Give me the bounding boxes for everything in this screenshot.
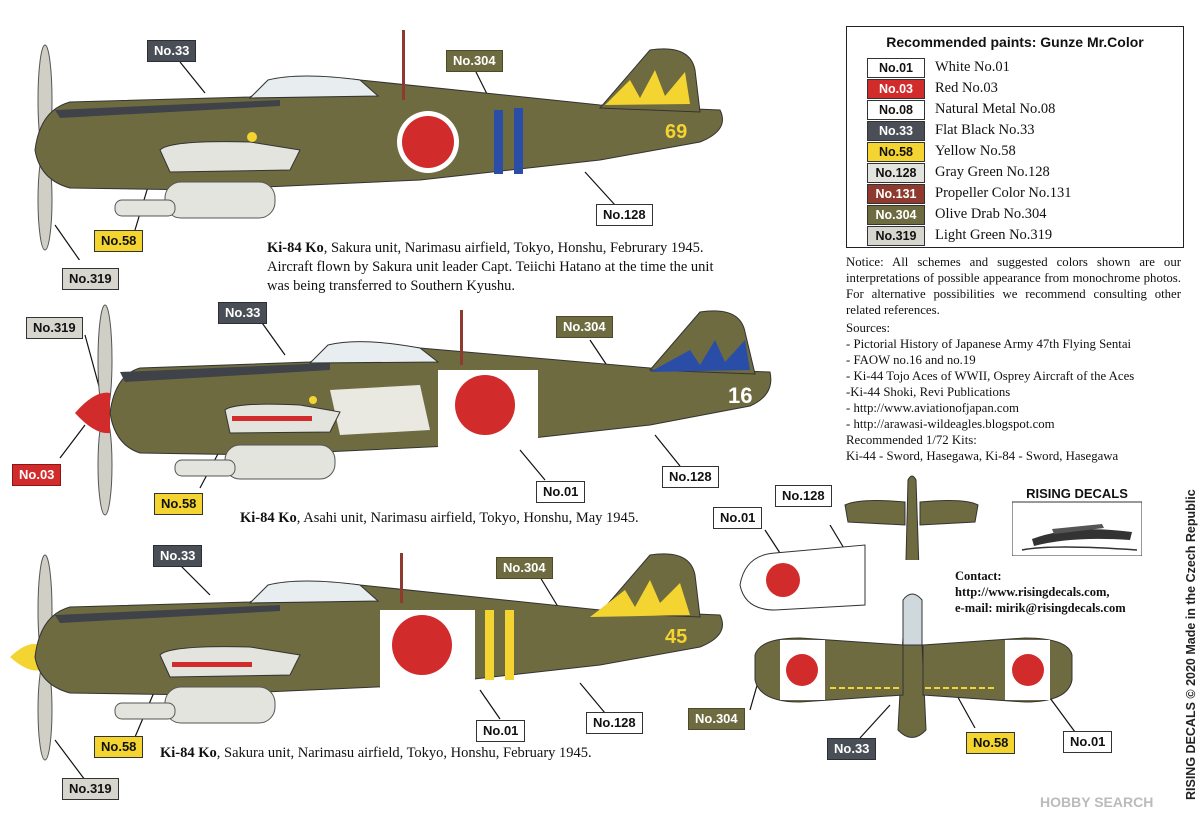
hobby-search-watermark: HOBBY SEARCH <box>1040 794 1154 810</box>
paint-tag-no01: No.01 <box>1063 731 1113 753</box>
paint-tag-no33: No.33 <box>147 40 197 62</box>
aircraft-profile-1: 69 <box>34 30 723 260</box>
legend-swatch: No.58 <box>867 142 925 162</box>
contact-web-link[interactable]: http://www.risingdecals.com, <box>955 585 1110 599</box>
paint-tag-no128: No.128 <box>662 466 719 488</box>
legend-paint-name: White No.01 <box>935 59 1010 75</box>
legend-paint-name: Red No.03 <box>935 80 998 96</box>
source-item: -Ki-44 Shoki, Revi Publications <box>846 385 1011 399</box>
source-item: - http://arawasi-wildeagles.blogspot.com <box>846 417 1055 431</box>
legend-swatch: No.319 <box>867 226 925 246</box>
paint-tag-no319: No.319 <box>26 317 83 339</box>
rising-decals-logo: RISING DECALS <box>1012 484 1142 556</box>
kits-text: Ki-44 - Sword, Hasegawa, Ki-84 - Sword, … <box>846 449 1119 463</box>
paint-tag-no33: No.33 <box>827 738 877 760</box>
tail-number-3: 45 <box>665 626 687 648</box>
paint-tag-no304: No.304 <box>556 316 613 338</box>
caption-text: , Asahi unit, Narimasu airfield, Tokyo, … <box>296 510 639 526</box>
legend-paint-name: Gray Green No.128 <box>935 164 1050 180</box>
source-item: - Pictorial History of Japanese Army 47t… <box>846 337 1132 351</box>
caption-text: , Sakura unit, Narimasu airfield, Tokyo,… <box>216 745 592 761</box>
logo-text: RISING DECALS <box>1026 486 1128 501</box>
source-item: - http://www.aviationofjapan.com <box>846 401 1019 415</box>
paint-tag-no304: No.304 <box>688 708 745 730</box>
legend-swatch: No.128 <box>867 163 925 183</box>
caption-line-3: was being transferred to Southern Kyushu… <box>267 278 516 294</box>
paint-tag-no128: No.128 <box>586 712 643 734</box>
paint-tag-no128: No.128 <box>775 485 832 507</box>
logo-graphic <box>1012 501 1142 556</box>
paint-tag-no319: No.319 <box>62 268 119 290</box>
source-item: - Ki-44 Tojo Aces of WWII, Osprey Aircra… <box>846 369 1135 383</box>
legend-paint-name: Yellow No.58 <box>935 143 1016 159</box>
legend-swatch: No.304 <box>867 205 925 225</box>
copyright-vertical: RISING DECALS © 2020 Made in the Czech R… <box>1184 489 1198 800</box>
paint-tag-no01: No.01 <box>476 720 526 742</box>
profile-caption-1: Ki-84 Ko, Sakura unit, Narimasu airfield… <box>267 239 713 296</box>
paint-tag-no58: No.58 <box>966 732 1016 754</box>
sources-title: Sources: <box>846 321 891 335</box>
aircraft-top-view <box>749 475 1076 739</box>
paint-tag-no58: No.58 <box>154 493 204 515</box>
profile-caption-2: Ki-84 Ko, Asahi unit, Narimasu airfield,… <box>240 509 639 528</box>
paint-tag-no01: No.01 <box>713 507 763 529</box>
paint-legend: Recommended paints: Gunze Mr.Color No.01… <box>846 26 1184 248</box>
caption-bold: Ki-84 Ko <box>240 510 297 526</box>
legend-swatch: No.03 <box>867 79 925 99</box>
contact-title: Contact: <box>955 569 1002 583</box>
caption-line-2: Aircraft flown by Sakura unit leader Cap… <box>267 259 714 275</box>
wing-detail-drawing <box>739 525 866 611</box>
legend-paint-name: Flat Black No.33 <box>935 122 1035 138</box>
tail-number-2: 16 <box>728 383 752 408</box>
kits-title: Recommended 1/72 Kits: <box>846 433 977 447</box>
notice-text: Notice: All schemes and suggested colors… <box>846 254 1181 318</box>
paint-tag-no128: No.128 <box>596 204 653 226</box>
sources-block: Sources: - Pictorial History of Japanese… <box>846 320 1186 464</box>
aircraft-profile-2: 16 <box>59 304 772 516</box>
legend-swatch: No.33 <box>867 121 925 141</box>
contact-block: Contact: http://www.risingdecals.com, e-… <box>955 568 1126 616</box>
notice: Notice: All schemes and suggested colors… <box>846 255 1181 317</box>
caption-bold: Ki-84 Ko <box>160 745 217 761</box>
tail-number-1: 69 <box>665 121 687 143</box>
profile-caption-3: Ki-84 Ko, Sakura unit, Narimasu airfield… <box>160 744 592 763</box>
contact-email-link[interactable]: e-mail: mirik@risingdecals.com <box>955 601 1126 615</box>
paint-tag-no33: No.33 <box>218 302 268 324</box>
paint-tag-no58: No.58 <box>94 230 144 252</box>
paint-tag-no304: No.304 <box>446 50 503 72</box>
paint-tag-no319: No.319 <box>62 778 119 800</box>
legend-paint-name: Propeller Color No.131 <box>935 185 1072 201</box>
paint-tag-no01: No.01 <box>536 481 586 503</box>
paint-tag-no58: No.58 <box>94 736 144 758</box>
caption-bold: Ki-84 Ko <box>267 240 324 256</box>
paint-tag-no03: No.03 <box>12 464 62 486</box>
legend-swatch: No.131 <box>867 184 925 204</box>
legend-title: Recommended paints: Gunze Mr.Color <box>886 34 1144 50</box>
source-item: - FAOW no.16 and no.19 <box>846 353 976 367</box>
legend-paint-name: Natural Metal No.08 <box>935 101 1056 117</box>
paint-tag-no304: No.304 <box>496 557 553 579</box>
legend-swatch: No.01 <box>867 58 925 78</box>
legend-swatch: No.08 <box>867 100 925 120</box>
paint-tag-no33: No.33 <box>153 545 203 567</box>
aircraft-profile-3: 45 <box>10 553 723 781</box>
caption-text: , Sakura unit, Narimasu airfield, Tokyo,… <box>323 240 704 256</box>
legend-paint-name: Light Green No.319 <box>935 227 1053 243</box>
legend-paint-name: Olive Drab No.304 <box>935 206 1047 222</box>
